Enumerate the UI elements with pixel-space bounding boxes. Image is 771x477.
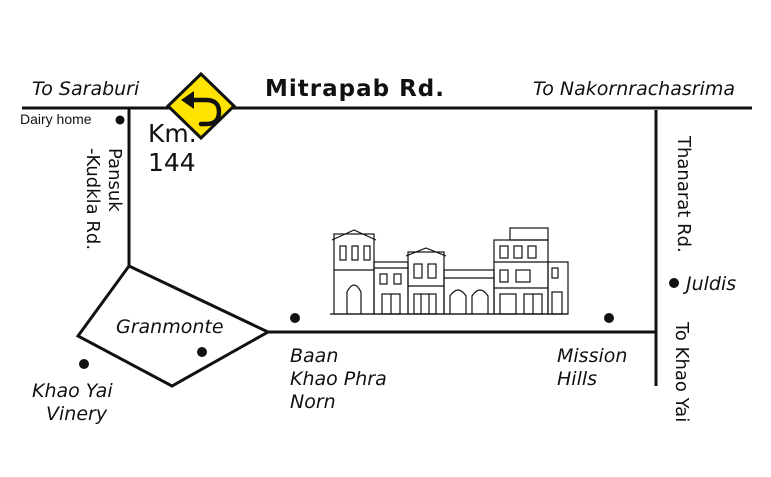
khao-yai-vinery-line-1: Khao Yai	[32, 380, 113, 402]
label-baan-khao-phra-norn: Baan Khao Phra Norn	[290, 345, 387, 414]
baan-line-2: Khao Phra	[290, 368, 387, 390]
label-pansuk-kudkla-rd: Pansuk -Kudkla Rd.	[81, 148, 125, 250]
building-illustration	[330, 227, 569, 315]
dairy-home-dot	[115, 115, 125, 125]
baan-khao-phra-norn-dot	[290, 313, 300, 323]
mission-line-1: Mission	[557, 345, 628, 367]
khao-yai-vinery-dot	[79, 359, 89, 369]
pansuk-road-line-2: -Kudkla Rd.	[82, 148, 103, 251]
granmonte-dot	[197, 347, 207, 357]
khao-yai-vinery-line-2: Vinery	[46, 403, 108, 425]
mission-line-2: Hills	[557, 368, 598, 390]
u-turn-sign-icon	[165, 71, 237, 141]
label-mitrapab-rd: Mitrapab Rd.	[265, 76, 445, 102]
label-to-saraburi: To Saraburi	[32, 78, 140, 100]
label-thanarat-rd: Thanarat Rd.	[673, 136, 694, 253]
granmonte-loop-road	[75, 264, 272, 388]
label-mission-hills: Mission Hills	[557, 345, 627, 391]
km-label: Km.	[148, 119, 197, 148]
label-juldis: Juldis	[686, 273, 737, 295]
label-dairy-home: Dairy home	[20, 111, 92, 127]
label-granmonte: Granmonte	[116, 316, 224, 338]
km-marker: Km. 144	[148, 119, 197, 177]
label-khao-yai-vinery: Khao Yai Vinery	[32, 380, 113, 426]
km-value: 144	[148, 148, 196, 177]
juldis-dot	[669, 278, 679, 288]
pansuk-road-line-1: Pansuk	[104, 148, 125, 212]
label-to-nakornrachasrima: To Nakornrachasrima	[533, 78, 735, 100]
label-to-khao-yai: To Khao Yai	[671, 322, 692, 423]
baan-line-3: Norn	[290, 391, 336, 413]
mission-hills-dot	[604, 313, 614, 323]
baan-line-1: Baan	[290, 345, 339, 367]
